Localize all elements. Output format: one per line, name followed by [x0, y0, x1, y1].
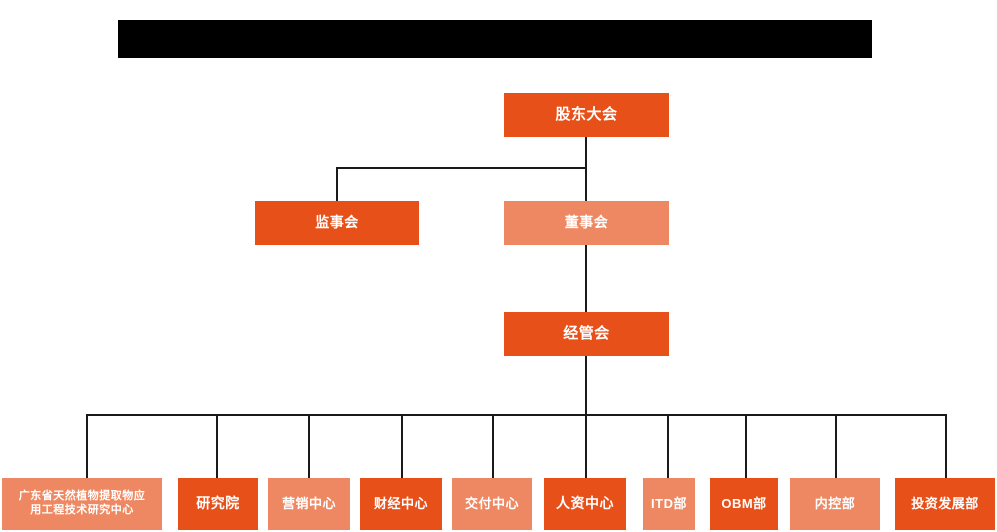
connector-drop-5: [492, 414, 494, 478]
department-box-hr-center[interactable]: 人资中心: [544, 478, 626, 530]
connector-management-to-bus: [585, 356, 587, 415]
department-label: 内控部: [814, 495, 856, 511]
connector-drop-10: [945, 414, 947, 478]
connector-drop-4: [401, 414, 403, 478]
redacted-title-bar: [118, 20, 872, 58]
department-label: 投资发展部: [911, 495, 979, 511]
connector-bus-to-directors: [585, 167, 587, 201]
connector-bus-to-supervisors: [336, 167, 338, 201]
connector-drop-7: [667, 414, 669, 478]
connector-drop-6: [585, 414, 587, 478]
connector-shareholders-to-bus: [585, 137, 587, 169]
connector-departments-bus: [86, 414, 946, 416]
department-box-research-institute[interactable]: 研究院: [178, 478, 258, 530]
department-label: 财经中心: [373, 495, 428, 511]
connector-drop-3: [308, 414, 310, 478]
department-box-guangdong-research-center[interactable]: 广东省天然植物提取物应 用工程技术研究中心: [2, 478, 162, 530]
department-box-itd[interactable]: ITD部: [643, 478, 695, 530]
department-box-investment-development[interactable]: 投资发展部: [895, 478, 995, 530]
connector-drop-2: [216, 414, 218, 478]
department-label: 营销中心: [281, 495, 336, 511]
node-board-of-directors[interactable]: 董事会: [504, 201, 669, 245]
connector-tier2-bus: [336, 167, 587, 169]
department-box-obm[interactable]: OBM部: [710, 478, 778, 530]
node-label: 董事会: [564, 214, 609, 231]
connector-drop-1: [86, 414, 88, 478]
department-box-marketing-center[interactable]: 营销中心: [268, 478, 350, 530]
department-box-finance-center[interactable]: 财经中心: [360, 478, 442, 530]
node-label: 监事会: [315, 214, 359, 231]
node-management-committee[interactable]: 经管会: [504, 312, 669, 356]
department-box-delivery-center[interactable]: 交付中心: [452, 478, 532, 530]
department-label: ITD部: [651, 495, 687, 511]
department-label: 人资中心: [556, 495, 614, 512]
department-label: 广东省天然植物提取物应 用工程技术研究中心: [18, 490, 146, 516]
department-label: 交付中心: [464, 495, 519, 511]
node-label: 经管会: [563, 324, 610, 342]
node-label: 股东大会: [555, 105, 618, 123]
department-label: OBM部: [721, 495, 767, 511]
connector-drop-8: [745, 414, 747, 478]
node-board-of-supervisors[interactable]: 监事会: [255, 201, 419, 245]
connector-drop-9: [835, 414, 837, 478]
department-label: 研究院: [196, 495, 240, 512]
connector-directors-to-management: [585, 245, 587, 312]
node-shareholders-meeting[interactable]: 股东大会: [504, 93, 669, 137]
department-box-internal-control[interactable]: 内控部: [790, 478, 880, 530]
